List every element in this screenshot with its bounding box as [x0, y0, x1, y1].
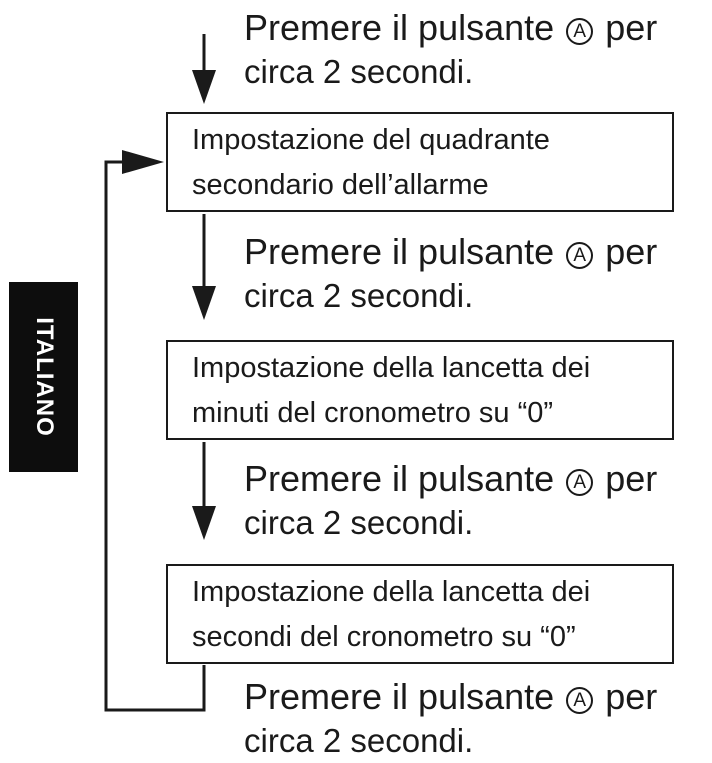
instruction-4: Premere il pulsante A per circa 2 second… — [244, 675, 657, 763]
instruction-3-line2: circa 2 secondi. — [244, 504, 474, 541]
loop-back-arrow-head — [122, 150, 164, 174]
instruction-4-line2: circa 2 secondi. — [244, 722, 474, 759]
instruction-2-line2: circa 2 secondi. — [244, 277, 474, 314]
arrow-into-step-1-head — [192, 70, 216, 104]
step-2-line1: Impostazione della lancetta dei — [192, 352, 591, 384]
language-tab: ITALIANO — [9, 282, 78, 472]
instruction-1-line2: circa 2 secondi. — [244, 53, 474, 90]
instruction-3: Premere il pulsante A per circa 2 second… — [244, 457, 657, 545]
step-box-3: Impostazione della lancetta dei secondi … — [166, 564, 674, 664]
instruction-1-line1: Premere il pulsante A per — [244, 7, 658, 48]
step-1-line1: Impostazione del quadrante — [192, 124, 550, 156]
step-2-line2: minuti del cronometro su “0” — [192, 397, 554, 429]
step-3-line1: Impostazione della lancetta dei — [192, 576, 591, 608]
step-box-1: Impostazione del quadrante secondario de… — [166, 112, 674, 212]
button-a-icon: A — [566, 242, 594, 269]
instruction-1: Premere il pulsante A per circa 2 second… — [244, 6, 657, 94]
step-1-line2: secondario dell’allarme — [192, 169, 489, 201]
step-3-line2: secondi del cronometro su “0” — [192, 621, 576, 653]
instruction-4-line1: Premere il pulsante A per — [244, 676, 658, 717]
button-a-icon: A — [566, 18, 594, 45]
instruction-3-line1: Premere il pulsante A per — [244, 458, 658, 499]
loop-back-line — [104, 160, 206, 712]
instruction-2: Premere il pulsante A per circa 2 second… — [244, 230, 657, 318]
arrow-step-2-to-3-head — [192, 506, 216, 540]
instruction-2-line1: Premere il pulsante A per — [244, 231, 658, 272]
button-a-icon: A — [566, 687, 594, 714]
arrow-step-1-to-2-head — [192, 286, 216, 320]
button-a-icon: A — [566, 469, 594, 496]
step-box-2: Impostazione della lancetta dei minuti d… — [166, 340, 674, 440]
language-tab-label: ITALIANO — [30, 317, 58, 437]
